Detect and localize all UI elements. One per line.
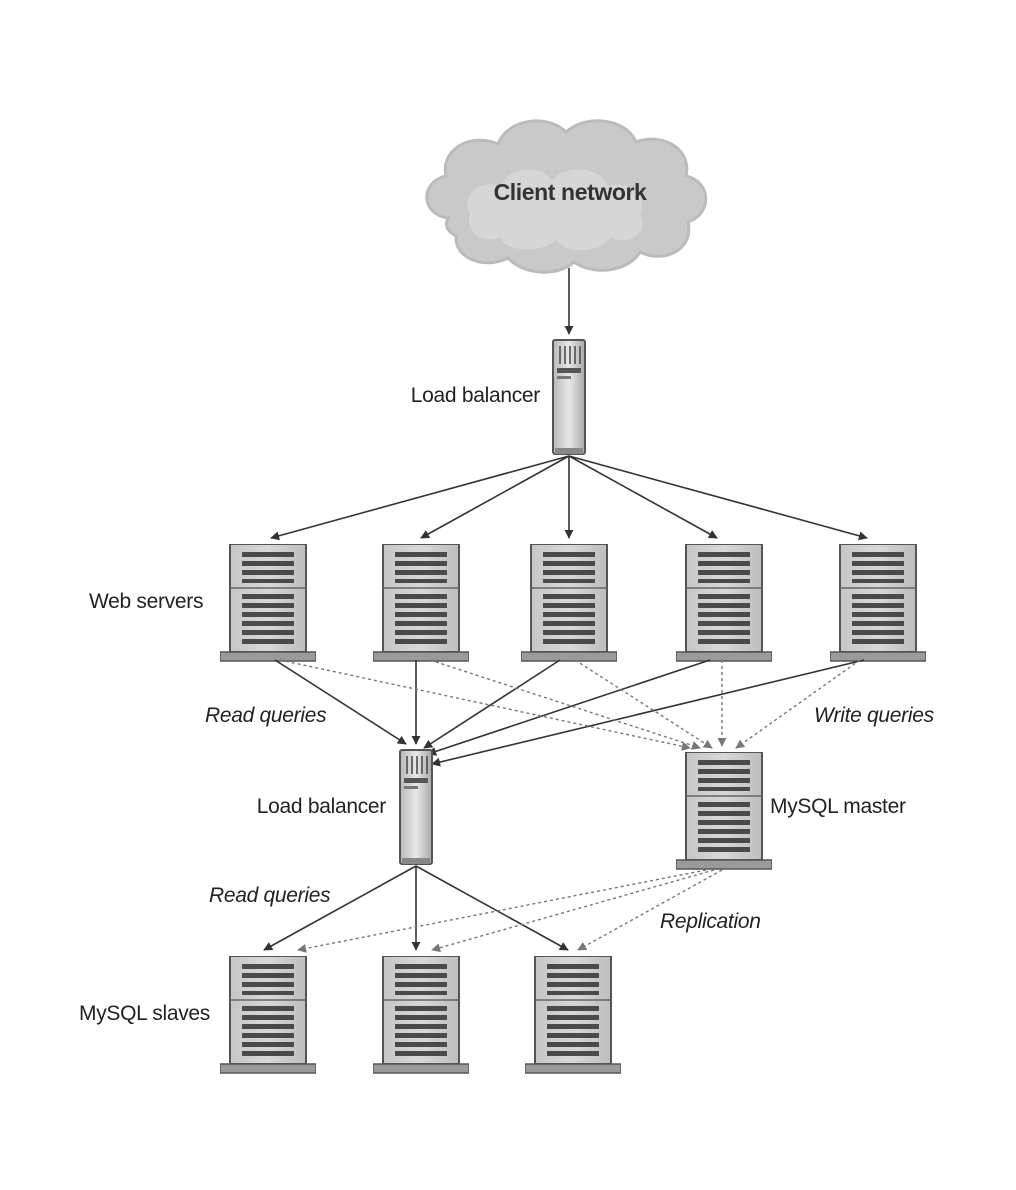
- web-server-icon: [521, 544, 617, 662]
- mysql-slave-icon: [220, 956, 316, 1074]
- mysql-slaves-label: MySQL slaves: [79, 1002, 210, 1025]
- web-server-icon: [676, 544, 772, 662]
- client-network-cloud: Client network: [425, 119, 708, 274]
- load-balancer-mid-label: Load balancer: [257, 795, 387, 818]
- client-network-label: Client network: [494, 179, 647, 205]
- lb-to-slaves-arrows: [263, 865, 569, 951]
- read-queries-upper-label: Read queries: [205, 704, 327, 727]
- load-balancer-top-label: Load balancer: [411, 384, 541, 407]
- mysql-master-icon: [676, 752, 772, 870]
- write-queries-label: Write queries: [814, 704, 935, 727]
- web-server-icon: [830, 544, 926, 662]
- load-balancer-top-icon: [552, 339, 586, 455]
- read-query-arrows: [274, 659, 865, 767]
- web-server-icon: [373, 544, 469, 662]
- web-servers-label: Web servers: [89, 590, 203, 613]
- write-query-arrows: [279, 659, 861, 751]
- mysql-slave-icon: [525, 956, 621, 1074]
- mysql-master-label: MySQL master: [770, 795, 906, 818]
- load-balancer-mid-icon: [399, 749, 433, 865]
- replication-arrows: [297, 869, 723, 953]
- web-servers-group: [220, 544, 926, 662]
- read-queries-lower-label: Read queries: [209, 884, 331, 907]
- mysql-slave-icon: [373, 956, 469, 1074]
- lb-to-web-arrows: [270, 455, 868, 541]
- mysql-slaves-group: [220, 956, 621, 1074]
- replication-label: Replication: [660, 910, 761, 933]
- web-server-icon: [220, 544, 316, 662]
